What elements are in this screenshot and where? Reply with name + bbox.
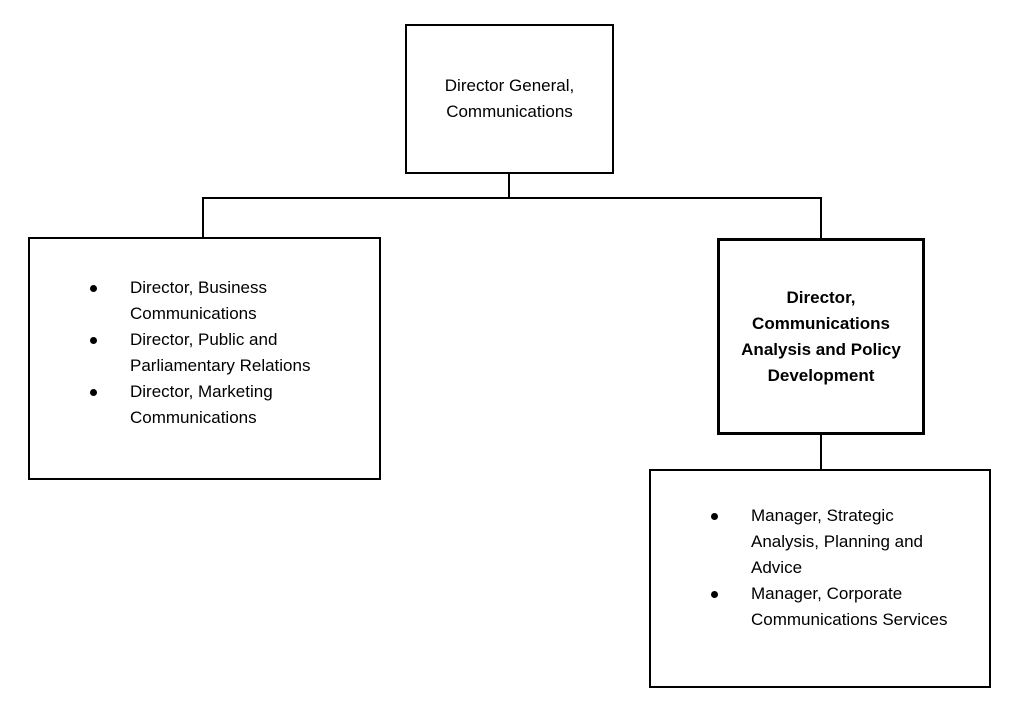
connector-right-drop [820, 197, 822, 240]
list-item: Director, Marketing Communications [90, 379, 345, 431]
list-item: Manager, Strategic Analysis, Planning an… [711, 503, 951, 581]
connector-left-drop [202, 197, 204, 237]
connector-top-stub [508, 174, 510, 198]
node-text-line: Director, [786, 287, 856, 307]
managers-bullet-list: Manager, Strategic Analysis, Planning an… [651, 503, 989, 633]
node-text-line: Development [767, 365, 875, 385]
node-managers-group: Manager, Strategic Analysis, Planning an… [649, 469, 991, 688]
node-director-capd: Director, Communications Analysis and Po… [717, 238, 925, 435]
node-text-line: Analysis and Policy [741, 339, 901, 359]
connector-right-mid-drop [820, 434, 822, 469]
list-item: Director, Public and Parliamentary Relat… [90, 327, 345, 379]
node-text-line: Director General, [444, 76, 575, 95]
list-item: Manager, Corporate Communications Servic… [711, 581, 951, 633]
directors-bullet-list: Director, Business Communications Direct… [30, 275, 379, 431]
connector-horizontal-bar [202, 197, 822, 199]
node-text-line: Communications [446, 102, 573, 121]
list-item: Director, Business Communications [90, 275, 345, 327]
node-director-general: Director General, Communications [405, 24, 614, 174]
node-directors-group: Director, Business Communications Direct… [28, 237, 381, 480]
node-text-line: Communications [752, 313, 890, 333]
